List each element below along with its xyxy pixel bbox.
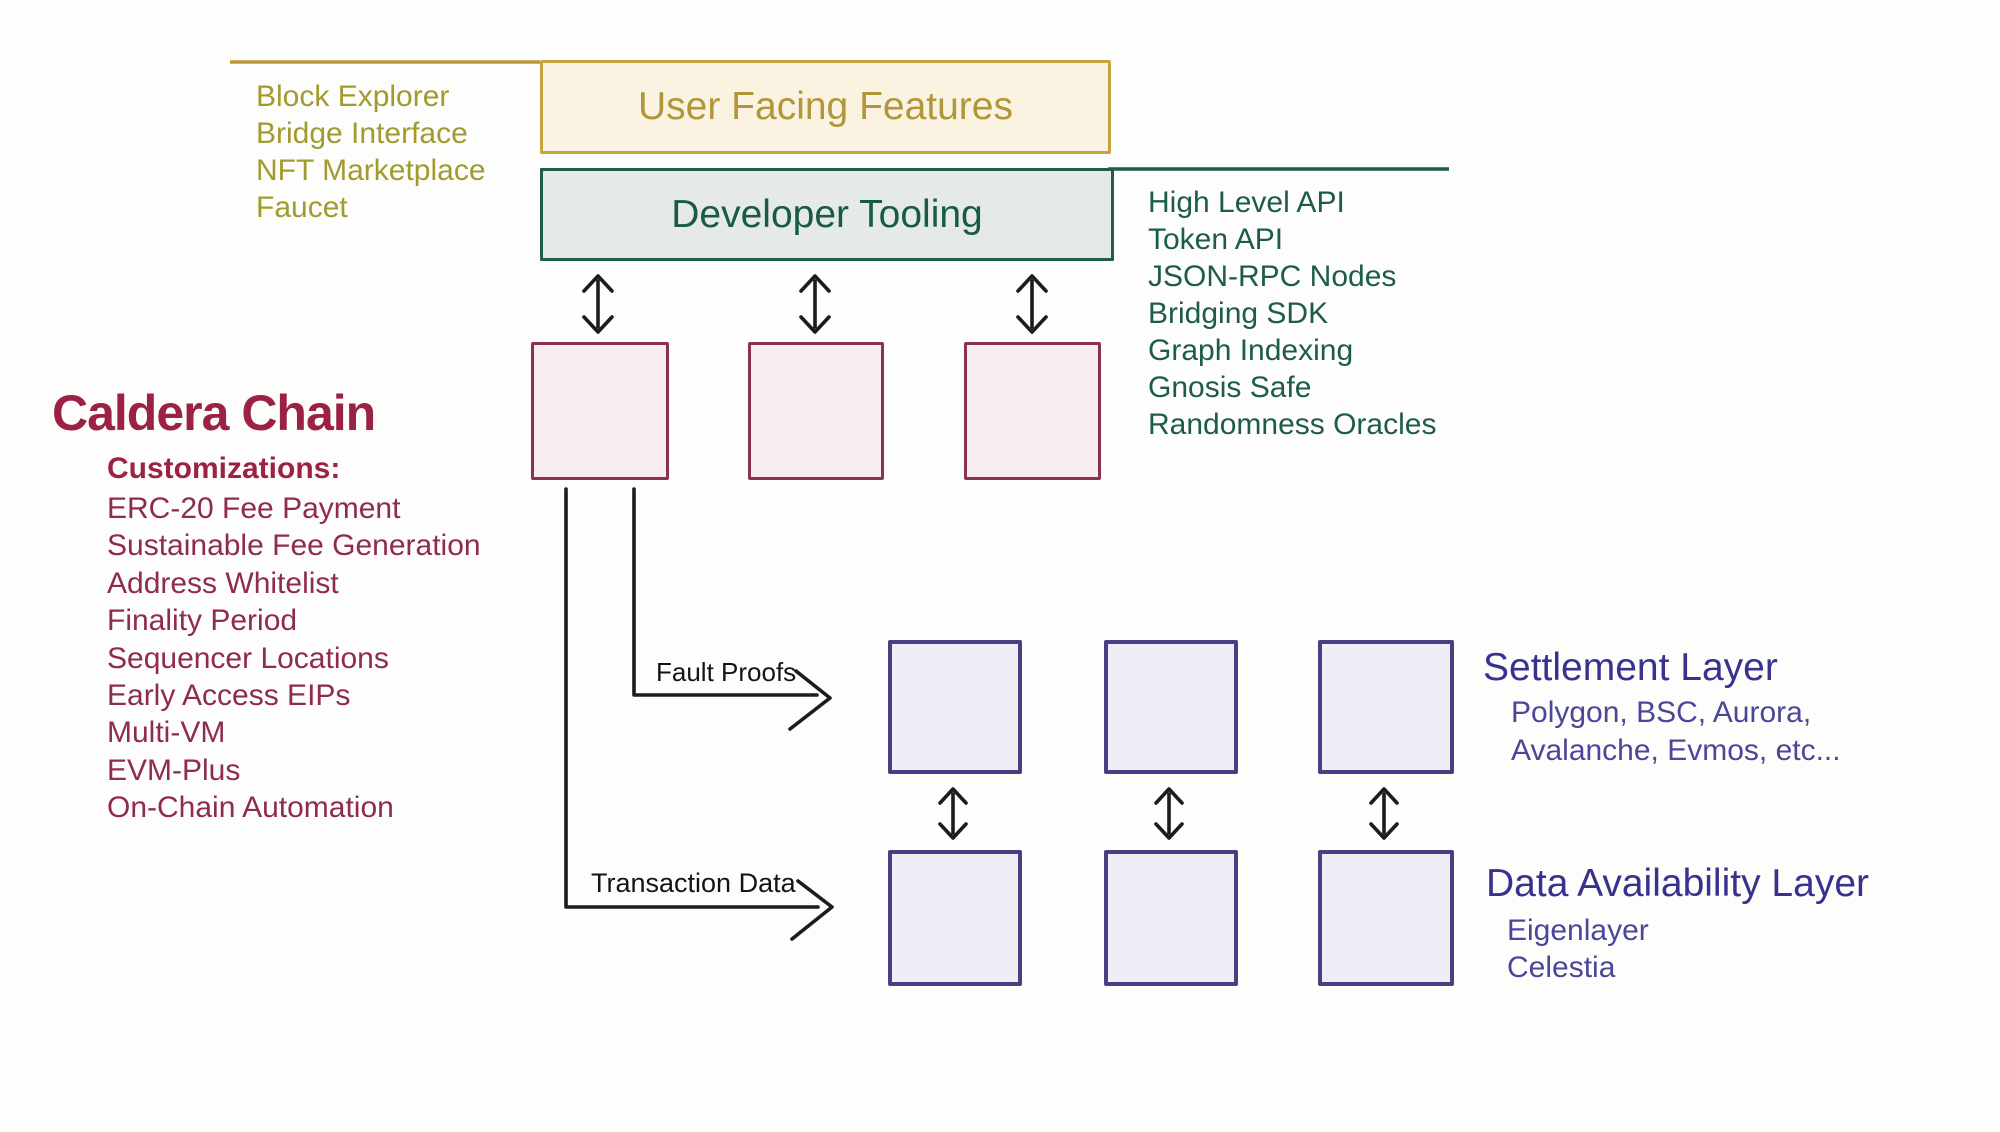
- bidirectional-arrow-icon: [1154, 787, 1184, 840]
- list-item: JSON-RPC Nodes: [1148, 260, 1397, 293]
- bidirectional-arrow-icon: [1369, 787, 1399, 840]
- user-facing-feature-list: Block Explorer Bridge Interface NFT Mark…: [256, 78, 486, 226]
- list-item: Avalanche, Evmos, etc...: [1511, 734, 1841, 767]
- list-item: Polygon, BSC, Aurora,: [1511, 696, 1812, 729]
- settlement-node-box: [1104, 640, 1238, 774]
- list-item: Early Access EIPs: [107, 679, 351, 713]
- data-availability-layer-title: Data Availability Layer: [1486, 862, 1869, 905]
- rollup-node-box: [964, 342, 1101, 480]
- list-item: Token API: [1148, 223, 1284, 256]
- list-item: NFT Marketplace: [256, 154, 486, 187]
- data-availability-node-box: [888, 850, 1022, 986]
- developer-tooling-box: Developer Tooling: [540, 168, 1114, 261]
- list-item: Bridge Interface: [256, 117, 468, 150]
- list-item: Celestia: [1507, 951, 1616, 984]
- list-item: Bridging SDK: [1148, 297, 1329, 330]
- list-item: Multi-VM: [107, 716, 226, 750]
- fault-proofs-connector: [632, 487, 832, 731]
- list-item: Sustainable Fee Generation: [107, 529, 481, 563]
- settlement-node-box: [1318, 640, 1454, 774]
- list-item: Block Explorer: [256, 80, 450, 113]
- bidirectional-arrow-icon: [582, 274, 614, 334]
- list-item: Faucet: [256, 191, 348, 224]
- data-availability-node-box: [1104, 850, 1238, 986]
- settlement-node-box: [888, 640, 1022, 774]
- customizations-heading: Customizations:: [107, 452, 341, 485]
- customizations-list: ERC-20 Fee Payment Sustainable Fee Gener…: [107, 490, 481, 827]
- user-facing-features-box: User Facing Features: [540, 60, 1111, 154]
- rollup-node-box: [748, 342, 884, 480]
- diagram-title: Caldera Chain: [52, 385, 376, 441]
- list-item: Gnosis Safe: [1148, 371, 1312, 404]
- rollup-node-box: [531, 342, 669, 480]
- list-item: Address Whitelist: [107, 566, 339, 600]
- developer-tooling-list: High Level API Token API JSON-RPC Nodes …: [1148, 184, 1436, 443]
- list-item: Randomness Oracles: [1148, 408, 1437, 441]
- user-facing-features-label: User Facing Features: [638, 85, 1013, 128]
- list-item: High Level API: [1148, 186, 1345, 219]
- data-availability-sublist: Eigenlayer Celestia: [1507, 912, 1649, 986]
- bidirectional-arrow-icon: [799, 274, 831, 334]
- fault-proofs-label: Fault Proofs: [656, 657, 797, 687]
- list-item: Sequencer Locations: [107, 641, 389, 675]
- transaction-data-label: Transaction Data: [591, 868, 796, 898]
- list-item: Eigenlayer: [1507, 914, 1649, 947]
- bidirectional-arrow-icon: [938, 787, 968, 840]
- settlement-layer-title: Settlement Layer: [1483, 646, 1778, 689]
- settlement-layer-sublist: Polygon, BSC, Aurora, Avalanche, Evmos, …: [1511, 694, 1841, 770]
- list-item: Finality Period: [107, 604, 298, 638]
- bidirectional-arrow-icon: [1016, 274, 1048, 334]
- list-item: EVM-Plus: [107, 753, 241, 787]
- data-availability-node-box: [1318, 850, 1454, 986]
- list-item: Graph Indexing: [1148, 334, 1354, 367]
- list-item: On-Chain Automation: [107, 791, 394, 825]
- list-item: ERC-20 Fee Payment: [107, 492, 401, 525]
- developer-tooling-label: Developer Tooling: [671, 192, 983, 236]
